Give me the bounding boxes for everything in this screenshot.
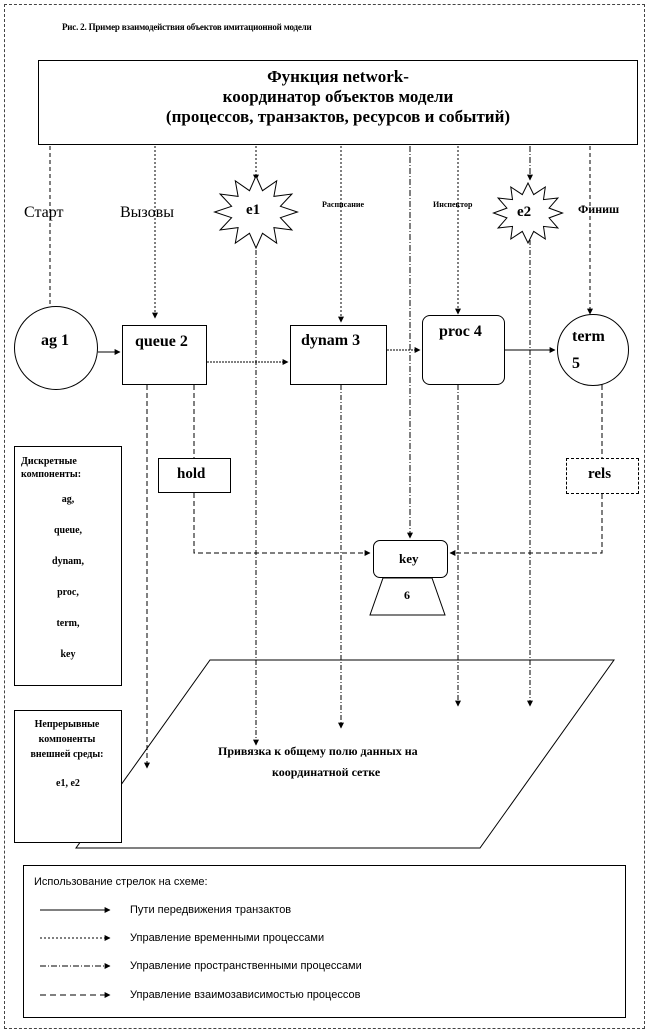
key-base-trapezoid <box>369 577 446 616</box>
legend-item-dependency: Управление взаимозависимостью процессов <box>130 989 361 1001</box>
network-function-box: Функция network- координатор объектов мо… <box>38 60 638 145</box>
node-proc: proc 4 <box>422 315 505 385</box>
node-term-number: 5 <box>572 355 580 372</box>
label-start: Старт <box>24 204 64 221</box>
node-term-label: term <box>572 328 605 345</box>
node-ag-label: ag 1 <box>41 332 69 349</box>
label-finish: Финиш <box>578 202 620 216</box>
node-queue-label: queue 2 <box>135 333 188 350</box>
node-key: key <box>373 540 448 578</box>
continuous-items: e1, e2 <box>56 778 80 789</box>
grid-text-line1: Привязка к общему полю данных на <box>218 744 418 758</box>
legend-item-time: Управление временными процессами <box>130 932 325 944</box>
node-hold-label: hold <box>177 466 206 482</box>
legend-box: Использование стрелок на схеме: Пути пер… <box>23 865 626 1018</box>
discrete-item: term, <box>56 618 80 629</box>
network-title-line2: координатор объектов модели <box>222 87 454 106</box>
event-e1-label: e1 <box>246 202 261 218</box>
legend-item-space: Управление пространственными процессами <box>130 960 362 972</box>
discrete-item: ag, <box>61 494 75 505</box>
node-hold: hold <box>158 458 231 493</box>
label-schedule: Расписание <box>322 200 365 209</box>
node-rels: rels <box>566 458 639 494</box>
arrow-hold-key <box>193 493 371 556</box>
grid-text-line2: координатной сетке <box>272 765 381 779</box>
discrete-title: Дискретные компоненты: <box>21 456 82 480</box>
outer-frame <box>4 4 645 1029</box>
event-e2-label: e2 <box>517 204 532 220</box>
arrow-rels-key <box>449 494 603 556</box>
network-title-line1: Функция network- <box>267 67 409 86</box>
node-proc-label: proc 4 <box>439 323 482 340</box>
node-dynam: dynam 3 <box>290 325 387 385</box>
continuous-components-box: Непрерывные компоненты внешней среды: e1… <box>14 710 122 843</box>
continuous-title: Непрерывные компоненты внешней среды: <box>30 719 104 760</box>
e1-starburst <box>213 174 299 250</box>
discrete-item: queue, <box>53 525 83 536</box>
node-queue: queue 2 <box>122 325 207 385</box>
node-dynam-label: dynam 3 <box>301 332 361 349</box>
node-ag: ag 1 <box>14 306 98 390</box>
discrete-item: key <box>60 649 76 660</box>
node-term: term 5 <box>557 314 629 386</box>
legend-title: Использование стрелок на схеме: <box>34 876 208 888</box>
figure-caption: Рис. 2. Пример взаимодействия объектов и… <box>62 22 312 32</box>
e2-starburst <box>492 181 564 245</box>
label-calls: Вызовы <box>120 204 174 221</box>
node-key-number: 6 <box>404 588 410 602</box>
discrete-item: dynam, <box>52 556 84 567</box>
discrete-list: ag, queue, dynam, proc, term, key <box>15 493 121 661</box>
node-rels-label: rels <box>588 466 612 482</box>
label-inspector: Инспектор <box>433 200 473 209</box>
network-title-line3: (процессов, транзактов, ресурсов и событ… <box>165 107 511 126</box>
discrete-components-box: Дискретные компоненты: ag, queue, dynam, pr… <box>14 446 122 686</box>
discrete-item: proc, <box>57 587 79 598</box>
node-key-label: key <box>399 551 419 566</box>
legend-item-transactions: Пути передвижения транзактов <box>130 904 292 916</box>
